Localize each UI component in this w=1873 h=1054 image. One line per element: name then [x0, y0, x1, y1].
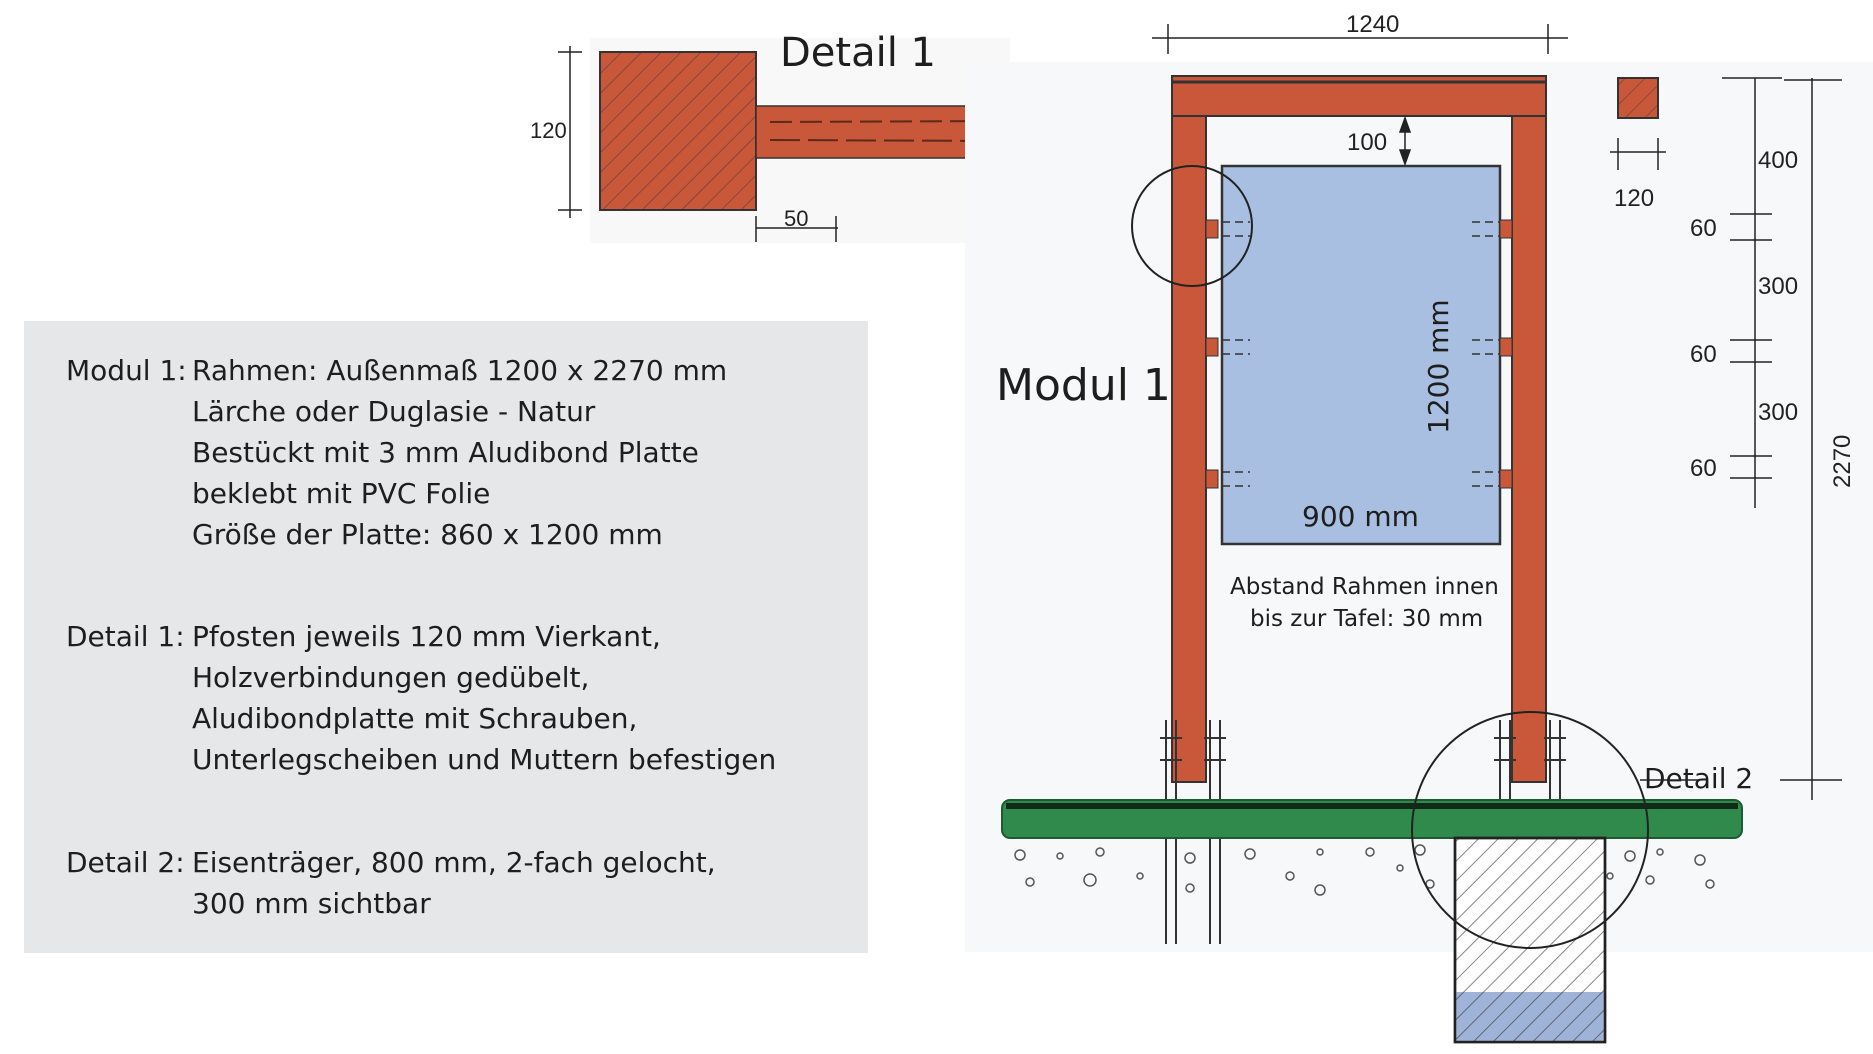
modul-1-drawing: 1240 100 1200 mm 900 mm Modul 1 Abstan	[965, 11, 1873, 1044]
ground-bar	[1001, 799, 1743, 839]
spec-line: Pfosten jeweils 120 mm Vierkant,	[192, 620, 661, 653]
spec-line: Holzverbindungen gedübelt,	[192, 661, 590, 694]
connector-left-2	[1205, 337, 1219, 357]
side-dim-ticks	[1730, 213, 1772, 479]
spec-line: beklebt mit PVC Folie	[192, 477, 491, 510]
aludibond-panel	[1220, 164, 1502, 546]
detail-2-label: Detail 2	[1644, 762, 1753, 795]
detail-2-marker-circle	[1411, 711, 1649, 949]
spec-line: Unterlegscheiben und Muttern befestigen	[192, 743, 777, 776]
spec-line: Bestückt mit 3 mm Aludibond Platte	[192, 436, 699, 469]
frame-right-post	[1511, 75, 1547, 783]
spacing-note-line-1: Abstand Rahmen innen	[1230, 574, 1499, 600]
total-height-dim-label: 2270	[1829, 435, 1856, 488]
modul-dim-top-gap: 100	[1347, 129, 1387, 156]
modul-dim-total-width: 1240	[1346, 11, 1399, 38]
detail-1-board-grain	[769, 120, 1001, 123]
frame-left-post	[1171, 75, 1207, 783]
connector-left-1	[1205, 219, 1219, 239]
panel-height-label: 1200 mm	[1422, 299, 1455, 434]
side-dim-300-1: 300	[1758, 273, 1798, 300]
specification-panel	[24, 321, 868, 953]
spec-label: Detail 1:	[66, 620, 185, 653]
side-dim-60-3: 60	[1690, 455, 1717, 482]
detail-1-post-hatching	[600, 52, 756, 210]
detail-1-marker-circle	[1131, 165, 1253, 287]
side-dim-400: 400	[1758, 147, 1798, 174]
spec-line: Größe der Platte: 860 x 1200 mm	[192, 518, 663, 551]
detail-1-drawing: Detail 1 120 50 40	[530, 30, 1066, 243]
spec-line: Lärche oder Duglasie - Natur	[192, 395, 596, 428]
panel-connectors	[1205, 219, 1513, 489]
spec-label: Modul 1:	[66, 354, 187, 387]
concrete-outline	[1453, 836, 1607, 1044]
spec-label: Detail 2:	[66, 846, 185, 879]
post-dim-label: 120	[1614, 185, 1654, 212]
detail-1-dim-width: 50	[784, 206, 808, 231]
spacing-note-line-2: bis zur Tafel: 30 mm	[1250, 606, 1483, 632]
concrete-hatching	[1455, 838, 1605, 1042]
side-dim-60-1: 60	[1690, 215, 1717, 242]
panel-width-label: 900 mm	[1302, 500, 1419, 533]
gravel	[1014, 844, 1715, 896]
detail-1-board-grain	[769, 139, 1001, 142]
modul-dim-arrow-top-gap	[1398, 115, 1412, 167]
connector-right-3	[1499, 469, 1513, 489]
spec-line: Eisenträger, 800 mm, 2-fach gelocht,	[192, 846, 716, 879]
side-dim-300-2: 300	[1758, 399, 1798, 426]
detail-1-board-section	[755, 105, 1007, 159]
spec-line: 300 mm sichtbar	[192, 887, 431, 920]
detail-1-dim-height: 120	[530, 118, 567, 143]
connector-right-2	[1499, 337, 1513, 357]
post-section-hatching	[1618, 78, 1658, 118]
connector-left-3	[1205, 469, 1219, 489]
connector-right-1	[1499, 219, 1513, 239]
side-dim-60-2: 60	[1690, 341, 1717, 368]
spec-line: Aludibondplatte mit Schrauben,	[192, 702, 638, 735]
detail-1-title: Detail 1	[780, 30, 936, 76]
spec-line: Rahmen: Außenmaß 1200 x 2270 mm	[192, 354, 728, 387]
screw-marks	[1222, 221, 1500, 487]
module-title: Modul 1	[996, 360, 1171, 411]
